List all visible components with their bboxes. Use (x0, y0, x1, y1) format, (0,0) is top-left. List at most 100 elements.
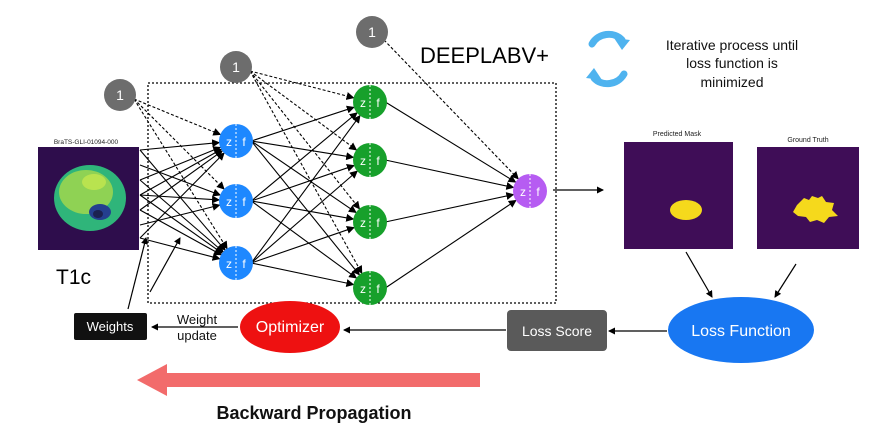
loss-function-label: Loss Function (691, 323, 791, 340)
modality-label: T1c (56, 266, 91, 289)
bias-edges (133, 39, 519, 274)
predicted-mask-title: Predicted Mask (653, 131, 702, 138)
loss-score-box: Loss Score (507, 310, 607, 351)
bias-label: 1 (232, 59, 240, 75)
edge-input-to-hidden1 (139, 146, 222, 181)
bias-label: 1 (116, 87, 124, 103)
edge-bias-to-hidden2 (249, 70, 363, 274)
weight-update-line-1: Weight (177, 312, 218, 327)
neuron-z-label: z (360, 216, 366, 230)
neuron-z-label: z (226, 195, 232, 209)
edge-hidden1-to-hidden2 (251, 226, 355, 264)
neuron-f-label: f (376, 154, 380, 168)
edge-hidden1-to-hidden2 (251, 105, 355, 142)
edge-input-to-hidden1 (139, 237, 221, 261)
neuron-f-label: f (376, 282, 380, 296)
input-image: BraTS-GLI-01094-000 (38, 139, 139, 250)
backward-arrow (137, 364, 480, 396)
edge-input-to-hidden1 (139, 148, 223, 196)
edge-hidden1-to-hidden2 (250, 114, 361, 264)
ground-truth-image: Ground Truth (757, 137, 859, 249)
iterative-text-line-1: Iterative process until (666, 37, 798, 53)
edge-input-to-hidden1 (139, 209, 222, 256)
edge-hidden2-to-output (384, 199, 517, 289)
optimizer-label: Optimizer (256, 319, 325, 336)
backward-propagation-label: Backward Propagation (216, 403, 411, 423)
edge-hidden2-to-output (385, 159, 515, 190)
optimizer-node: Optimizer (240, 301, 340, 353)
weights-to-network-arrow-2 (149, 237, 181, 293)
neuron-f-label: f (376, 216, 380, 230)
edge-input-to-hidden1 (139, 152, 225, 239)
iterative-text-line-2: loss function is (686, 55, 778, 71)
edge-bias-to-hidden1 (133, 98, 228, 250)
weights-to-network-arrow-1 (127, 237, 148, 310)
neuron-f-label: f (536, 185, 540, 199)
bias-node: 1 (220, 51, 252, 83)
edge-input-to-hidden1 (139, 179, 224, 253)
bias-nodes: 1 1 1 (104, 16, 388, 111)
edge-hidden1-to-hidden2 (250, 140, 357, 213)
edge-bias-to-hidden2 (249, 70, 355, 100)
neuron-z-label: z (226, 257, 232, 271)
edge-hidden1-to-hidden2 (251, 164, 355, 202)
bias-node: 1 (104, 79, 136, 111)
edge-hidden1-to-hidden2 (250, 170, 358, 264)
edge-hidden2-to-output (385, 101, 517, 183)
edge-input-to-hidden1 (139, 164, 222, 197)
edge-hidden1-to-hidden2 (250, 140, 360, 276)
predicted-to-loss-arrow (685, 251, 713, 298)
model-name: DEEPLABV+ (420, 43, 549, 68)
weight-update-line-2: update (177, 328, 217, 343)
edge-bias-to-hidden2 (249, 70, 361, 210)
neuron-f-label: f (242, 135, 246, 149)
neuron-f-label: f (242, 257, 246, 271)
neuron-z-label: z (360, 96, 366, 110)
edge-hidden1-to-hidden2 (251, 140, 355, 161)
network-boundary (147, 82, 557, 304)
truth-to-loss-arrow (774, 263, 797, 298)
edge-bias-to-hidden1 (133, 98, 222, 136)
edge-bias-to-hidden2 (249, 70, 358, 151)
neuron-z-label: z (226, 135, 232, 149)
bias-label: 1 (368, 24, 376, 40)
neuron-f-label: f (376, 96, 380, 110)
weights-label: Weights (87, 319, 134, 334)
neuron-f-label: f (242, 195, 246, 209)
network-edges (139, 101, 517, 289)
ground-truth-title: Ground Truth (787, 137, 828, 144)
edge-bias-to-output (383, 39, 519, 180)
edge-input-to-hidden1 (139, 139, 221, 151)
edge-hidden1-to-hidden2 (250, 112, 358, 202)
bias-node: 1 (356, 16, 388, 48)
loss-function-node: Loss Function (668, 297, 814, 363)
iterative-text-line-3: minimized (700, 74, 763, 90)
edge-input-to-hidden1 (139, 202, 221, 226)
edge-input-to-hidden1 (139, 194, 223, 254)
edge-hidden2-to-output (385, 192, 515, 223)
edge-bias-to-hidden1 (133, 98, 225, 190)
predicted-mask-image: Predicted Mask (624, 131, 733, 249)
cycle-arrows-icon (586, 30, 630, 88)
edge-hidden1-to-hidden2 (251, 262, 355, 287)
neuron-z-label: z (360, 154, 366, 168)
edge-input-to-hidden1 (139, 149, 226, 251)
edge-hidden1-to-hidden2 (250, 200, 358, 279)
edge-hidden1-to-hidden2 (251, 200, 355, 222)
neuron-z-label: z (520, 185, 526, 199)
neuron-z-label: z (360, 282, 366, 296)
weights-box: Weights (74, 313, 147, 340)
input-image-title: BraTS-GLI-01094-000 (54, 139, 119, 146)
loss-score-label: Loss Score (522, 323, 592, 339)
edge-input-to-hidden1 (139, 150, 224, 211)
